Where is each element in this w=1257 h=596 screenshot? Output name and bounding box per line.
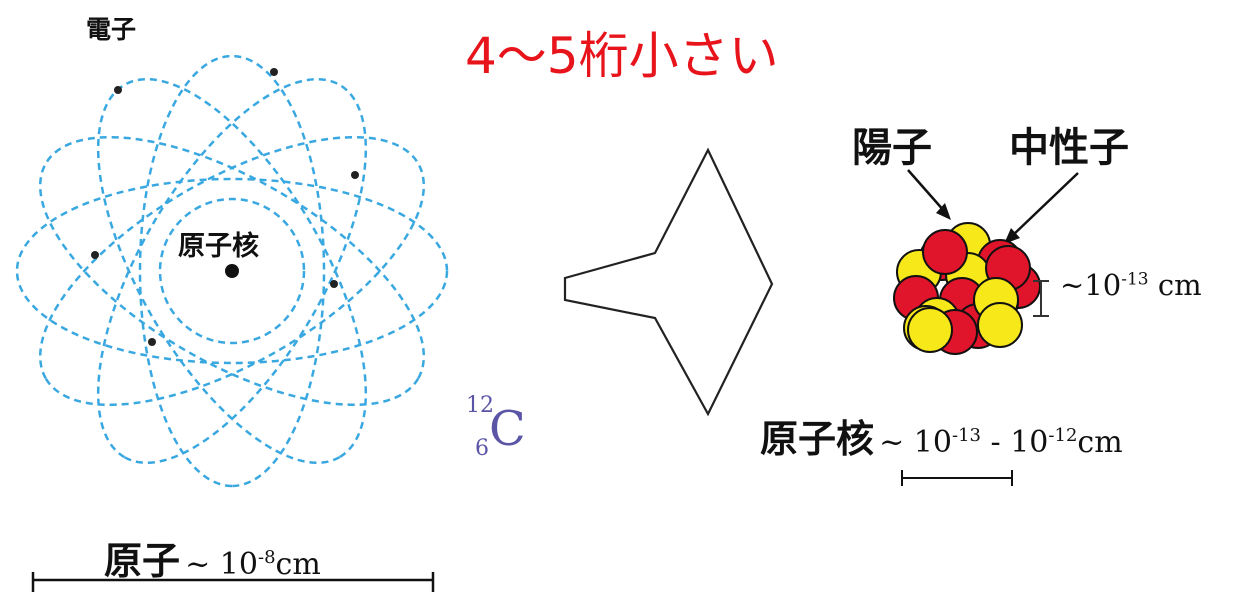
atom-size-text: 原子 ~ 10-8cm: [104, 530, 321, 585]
nucleus-size-text: 原子核 ~ 10-13 - 10-12cm: [760, 408, 1123, 463]
base: 10: [219, 547, 258, 582]
dash: -: [990, 425, 1001, 460]
right-arrow: [563, 147, 774, 417]
exponent: -13: [1121, 269, 1149, 290]
orbit-3: [96, 77, 368, 465]
electron-4: [91, 251, 99, 259]
orbit-2: [38, 135, 426, 407]
unit: cm: [1157, 268, 1202, 302]
label-pointers: [907, 169, 1079, 244]
base2: 10: [1010, 425, 1049, 460]
nucleus-scale-bar: [901, 470, 1013, 486]
headline: 4〜5桁小さい: [465, 27, 779, 85]
unit: cm: [1077, 425, 1123, 460]
exponent: -8: [257, 547, 276, 568]
electron-6: [148, 338, 156, 346]
tilde: ~: [185, 547, 211, 582]
particle-size-bracket: [1033, 280, 1049, 317]
proton-label: 陽子: [852, 125, 932, 171]
electrons: [91, 68, 359, 346]
nucleus-center-label: 原子核: [178, 231, 259, 262]
atom-size-prefix: 原子: [104, 539, 181, 583]
orbit-5: [96, 77, 368, 465]
electron-label: 電子: [86, 15, 137, 44]
particle-size-text: ~10-13 cm: [1060, 268, 1202, 302]
nucleus-size-prefix: 原子核: [760, 417, 875, 461]
tilde: ~: [1060, 268, 1085, 302]
neutron-18: [907, 307, 953, 353]
atomic-number: 6: [475, 436, 489, 461]
orbit-4: [138, 54, 326, 488]
neutron-17: [977, 302, 1023, 348]
nucleus-cluster: [893, 222, 1041, 355]
electron-2: [270, 68, 278, 76]
proton-14: [922, 229, 968, 275]
unit: cm: [275, 547, 321, 582]
exp2: -12: [1048, 425, 1078, 446]
orbit-1: [15, 177, 449, 365]
base: 10: [1084, 268, 1122, 302]
atom-nucleus-dot: [225, 264, 239, 278]
inner-orbit: [158, 197, 306, 345]
atom-scale-bar: [31, 572, 435, 592]
base1: 10: [913, 425, 952, 460]
neutron-label: 中性子: [1009, 125, 1129, 171]
tilde: ~: [879, 425, 905, 460]
isotope-notation: 12 6 C: [466, 393, 546, 468]
electron-3: [351, 171, 359, 179]
exp1: -13: [951, 425, 981, 446]
electron-1: [114, 86, 122, 94]
element-symbol: C: [489, 401, 526, 457]
electron-5: [330, 280, 338, 288]
electron-orbits: [15, 54, 449, 488]
mass-number: 12: [466, 393, 494, 418]
orbit-6: [38, 135, 426, 407]
